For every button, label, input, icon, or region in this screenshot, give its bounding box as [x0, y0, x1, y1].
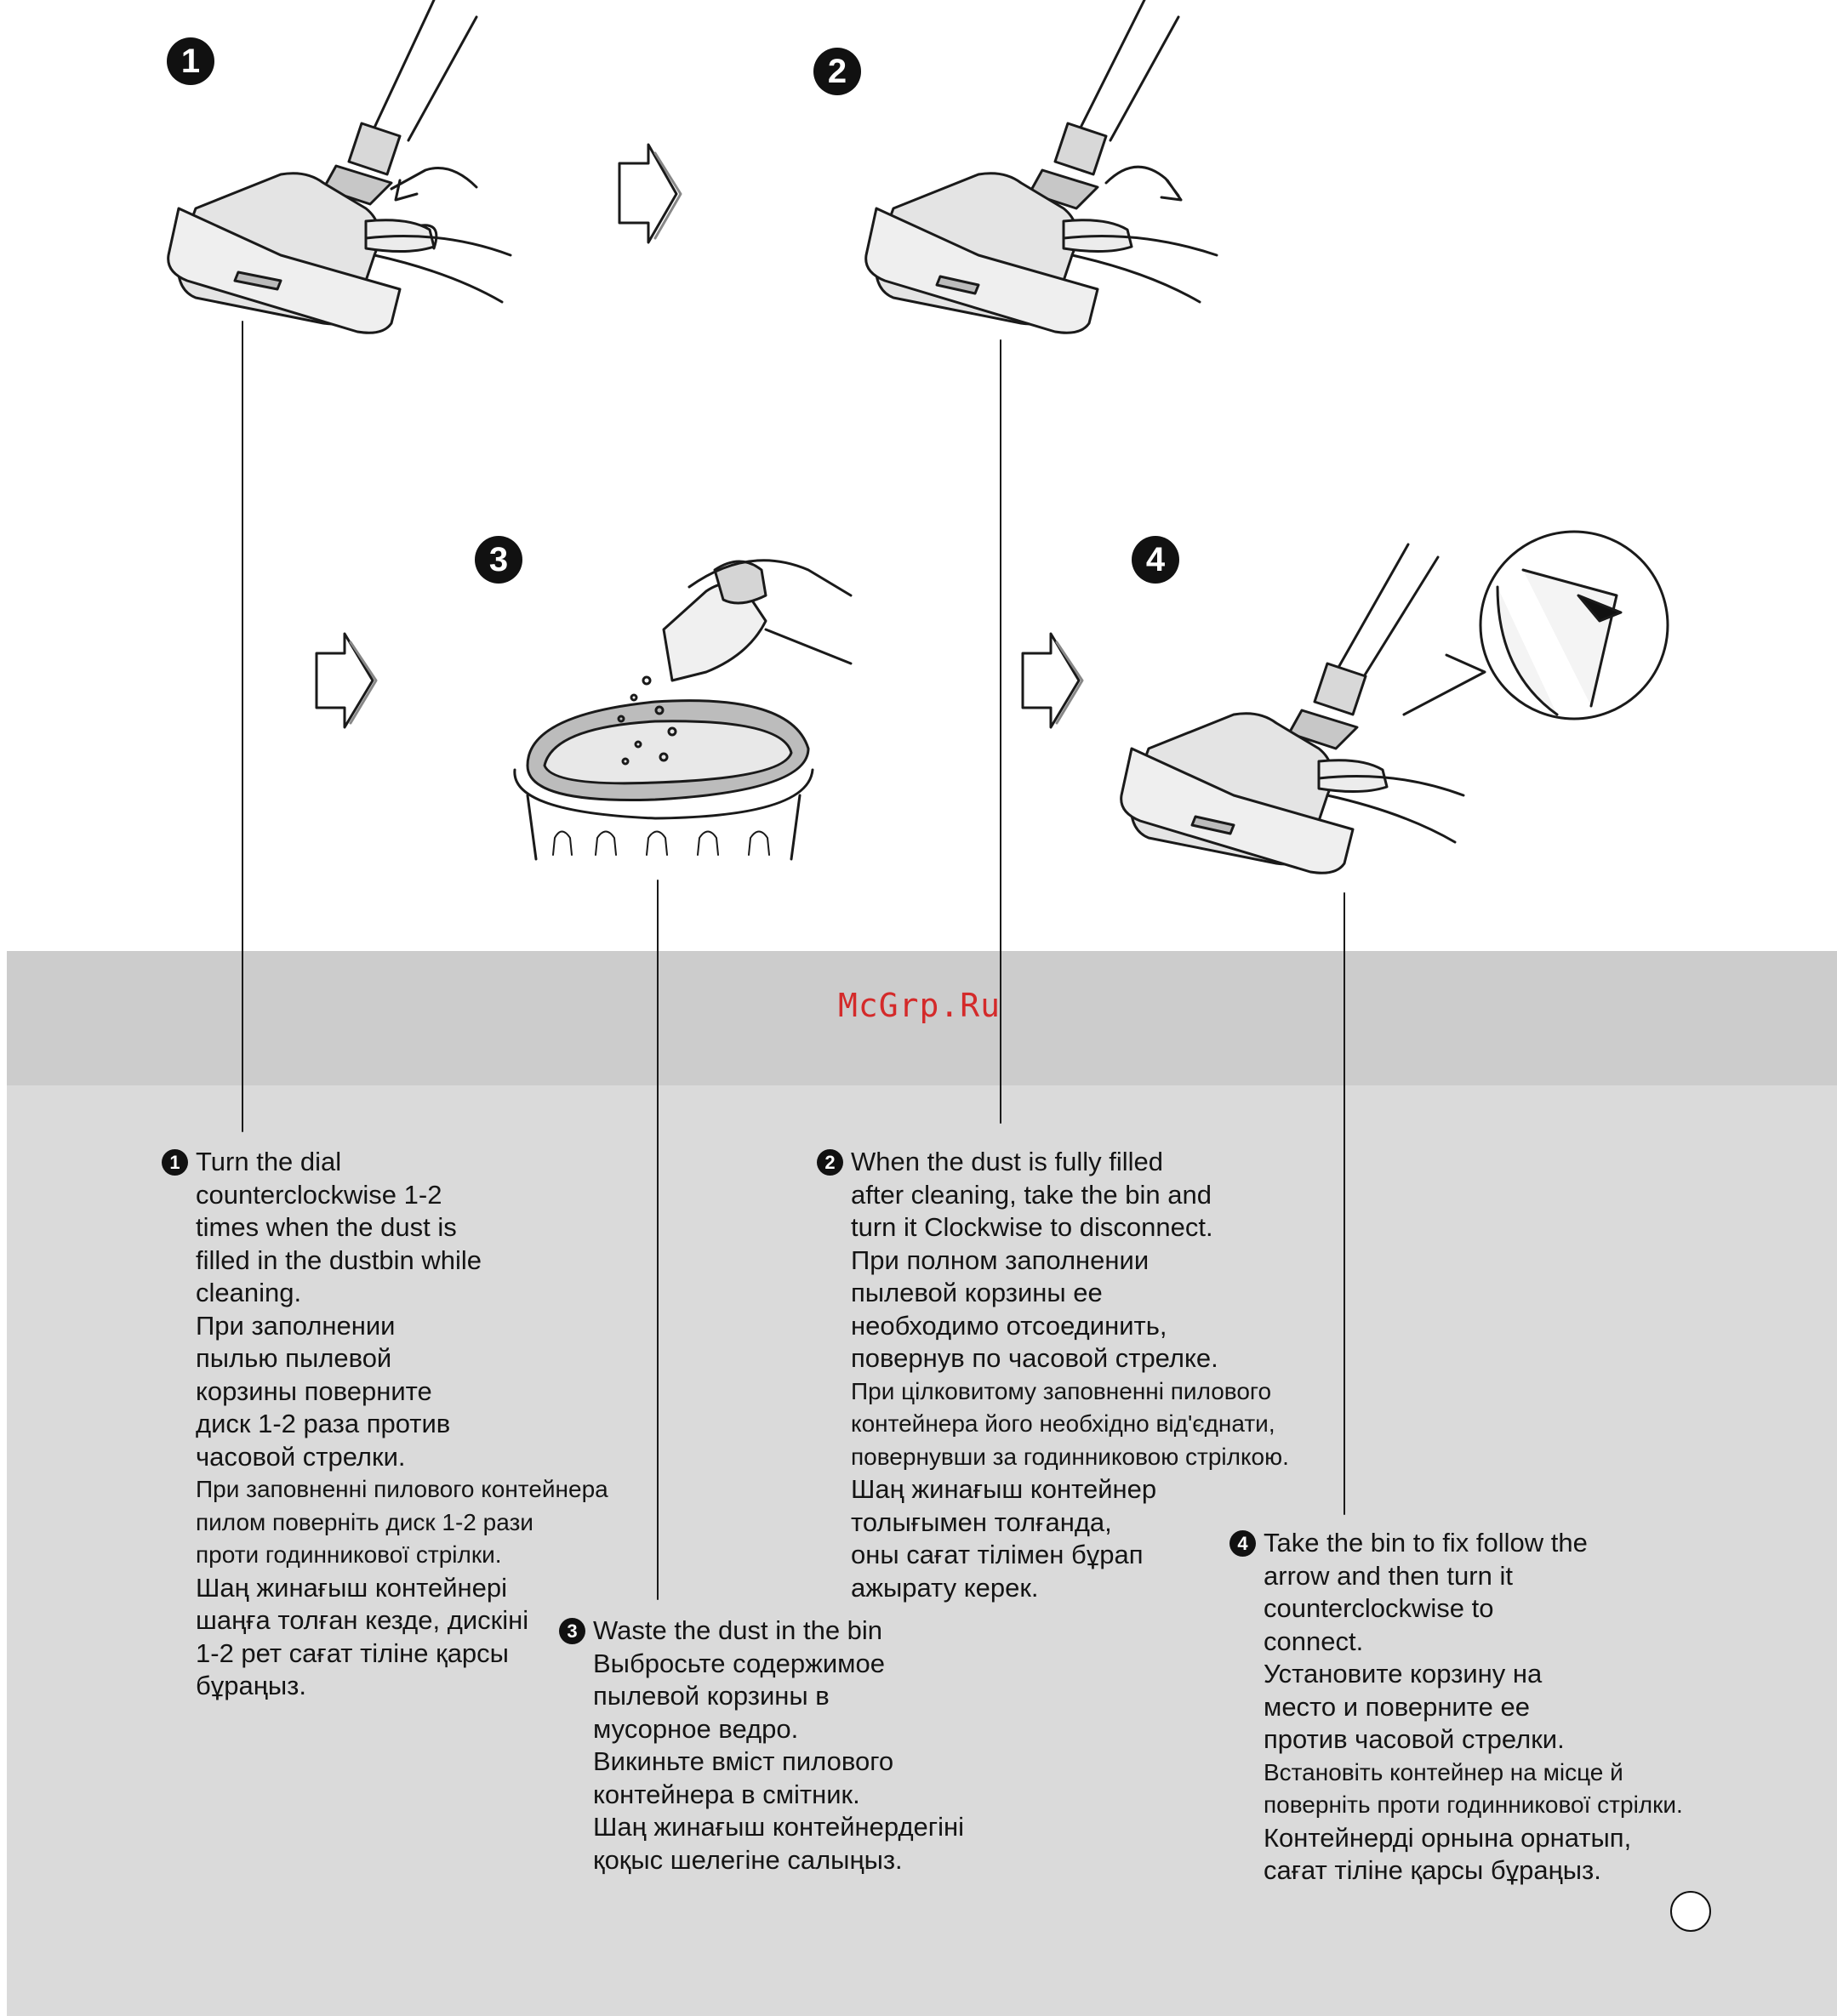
step-text-line: When the dust is fully filled [851, 1147, 1164, 1176]
step-text-line: Шаң жинағыш контейнер [851, 1474, 1157, 1504]
step-text-line: Выбросьте содержимое [593, 1648, 885, 1678]
step-text-line: повернув по часовой стрелке. [851, 1343, 1218, 1373]
step-text-line: контейнера в смітник. [593, 1779, 860, 1809]
step-text-line: При заполнении [196, 1310, 396, 1341]
step-badge-1: 1 [167, 37, 214, 85]
step-bullet: 4 [1229, 1530, 1256, 1557]
step-text-line: counterclockwise to [1264, 1593, 1494, 1623]
step-text-line: Контейнерді орнына орнатып, [1264, 1822, 1632, 1853]
step-text-line: место и поверните ее [1264, 1691, 1530, 1722]
step-text-line: необходимо отсоединить, [851, 1310, 1167, 1341]
step-text-line: При цілковитому заповненні пилового [851, 1377, 1272, 1404]
step-text-line: сағат тіліне қарсы бұраңыз. [1264, 1855, 1601, 1885]
step-text-line: Установите корзину на [1264, 1659, 1543, 1689]
step-text-line: Викиньте вміст пилового [593, 1746, 894, 1776]
step-text-line: cleaning. [196, 1278, 302, 1307]
step-text-line: Waste the dust in the bin [593, 1615, 883, 1645]
step-2-text: 2 When the dust is fully filled after cl… [817, 1146, 1289, 1604]
step-text-line: часовой стрелки. [196, 1441, 406, 1472]
step-bullet: 3 [559, 1618, 585, 1644]
step-text-line: против часовой стрелки. [1264, 1724, 1565, 1754]
step-text-line: При заповненні пилового контейнера [196, 1476, 608, 1502]
step-text-line: пылевой корзины в [593, 1681, 830, 1711]
step-text-line: ажырату керек. [851, 1572, 1039, 1603]
step-text-line: times when the dust is [196, 1212, 457, 1242]
step-text-line: Шаң жинағыш контейнердегіні [593, 1812, 964, 1842]
step-text-line: arrow and then turn it [1264, 1560, 1513, 1591]
step-text-line: повернувши за годинниковою стрілкою. [851, 1443, 1289, 1470]
next-arrow-3 [1021, 632, 1084, 729]
page-edge [0, 951, 7, 2016]
step-text-line: 1-2 рет сағат тіліне қарсы [196, 1637, 509, 1668]
step-text-line: мусорное ведро. [593, 1713, 799, 1744]
step-text-line: filled in the dustbin while [196, 1244, 482, 1275]
nozzle-illustration-4 [1120, 530, 1669, 1515]
step-text-line: turn it Clockwise to disconnect. [851, 1212, 1213, 1242]
text-panel [0, 1085, 1837, 2016]
step-text-line: шаңға толған кезде, дискіні [196, 1605, 529, 1635]
step-4-text: 4 Take the bin to fix follow the arrow a… [1229, 1527, 1683, 1888]
step-text-line: При полном заполнении [851, 1244, 1150, 1275]
step-text-line: оны сағат тілімен бұрап [851, 1540, 1144, 1569]
header-band [0, 951, 1837, 1085]
step-text-line: диск 1-2 раза против [196, 1409, 451, 1438]
step-text-line: бұраңыз. [196, 1671, 306, 1700]
step-badge-4: 4 [1132, 536, 1179, 584]
bin-illustration [513, 559, 853, 1600]
step-text-line: пылью пылевой [196, 1343, 392, 1373]
page-number-circle [1670, 1891, 1711, 1932]
step-badge-2: 2 [813, 48, 861, 95]
step-text-line: Take the bin to fix follow the [1264, 1528, 1588, 1558]
step-text-line: пилом поверніть диск 1-2 рази [196, 1508, 533, 1535]
step-bullet: 2 [817, 1149, 843, 1176]
step-bullet: 1 [162, 1149, 188, 1176]
nozzle-illustration-2 [864, 0, 1218, 1124]
step-text-line: поверніть проти годинникової стрілки. [1264, 1791, 1683, 1818]
step-text-line: пылевой корзины ее [851, 1278, 1103, 1307]
step-badge-3: 3 [475, 536, 522, 584]
step-text-line: Turn the dial [196, 1147, 342, 1176]
step-text-line: after cleaning, take the bin and [851, 1179, 1212, 1210]
step-text-line: корзины поверните [196, 1375, 432, 1406]
step-text-line: connect. [1264, 1626, 1364, 1656]
step-text-line: контейнера його необхідно від'єднати, [851, 1410, 1275, 1437]
watermark: McGrp.Ru [838, 987, 1001, 1024]
step-text-line: проти годинникової стрілки. [196, 1541, 502, 1568]
step-text-line: Встановіть контейнер на місце й [1264, 1758, 1623, 1785]
step-text-line: қоқыс шелегіне салыңыз. [593, 1844, 903, 1875]
next-arrow-2 [315, 632, 378, 729]
step-3-text: 3 Waste the dust in the bin Выбросьте со… [559, 1615, 964, 1876]
step-text-line: counterclockwise 1-2 [196, 1179, 442, 1210]
step-text-line: Шаң жинағыш контейнері [196, 1572, 508, 1603]
nozzle-illustration-1 [167, 0, 512, 1132]
next-arrow-1 [618, 143, 682, 244]
step-text-line: толығымен толғанда, [851, 1506, 1112, 1537]
step-1-text: 1 Turn the dial counterclockwise 1-2 tim… [162, 1146, 608, 1703]
